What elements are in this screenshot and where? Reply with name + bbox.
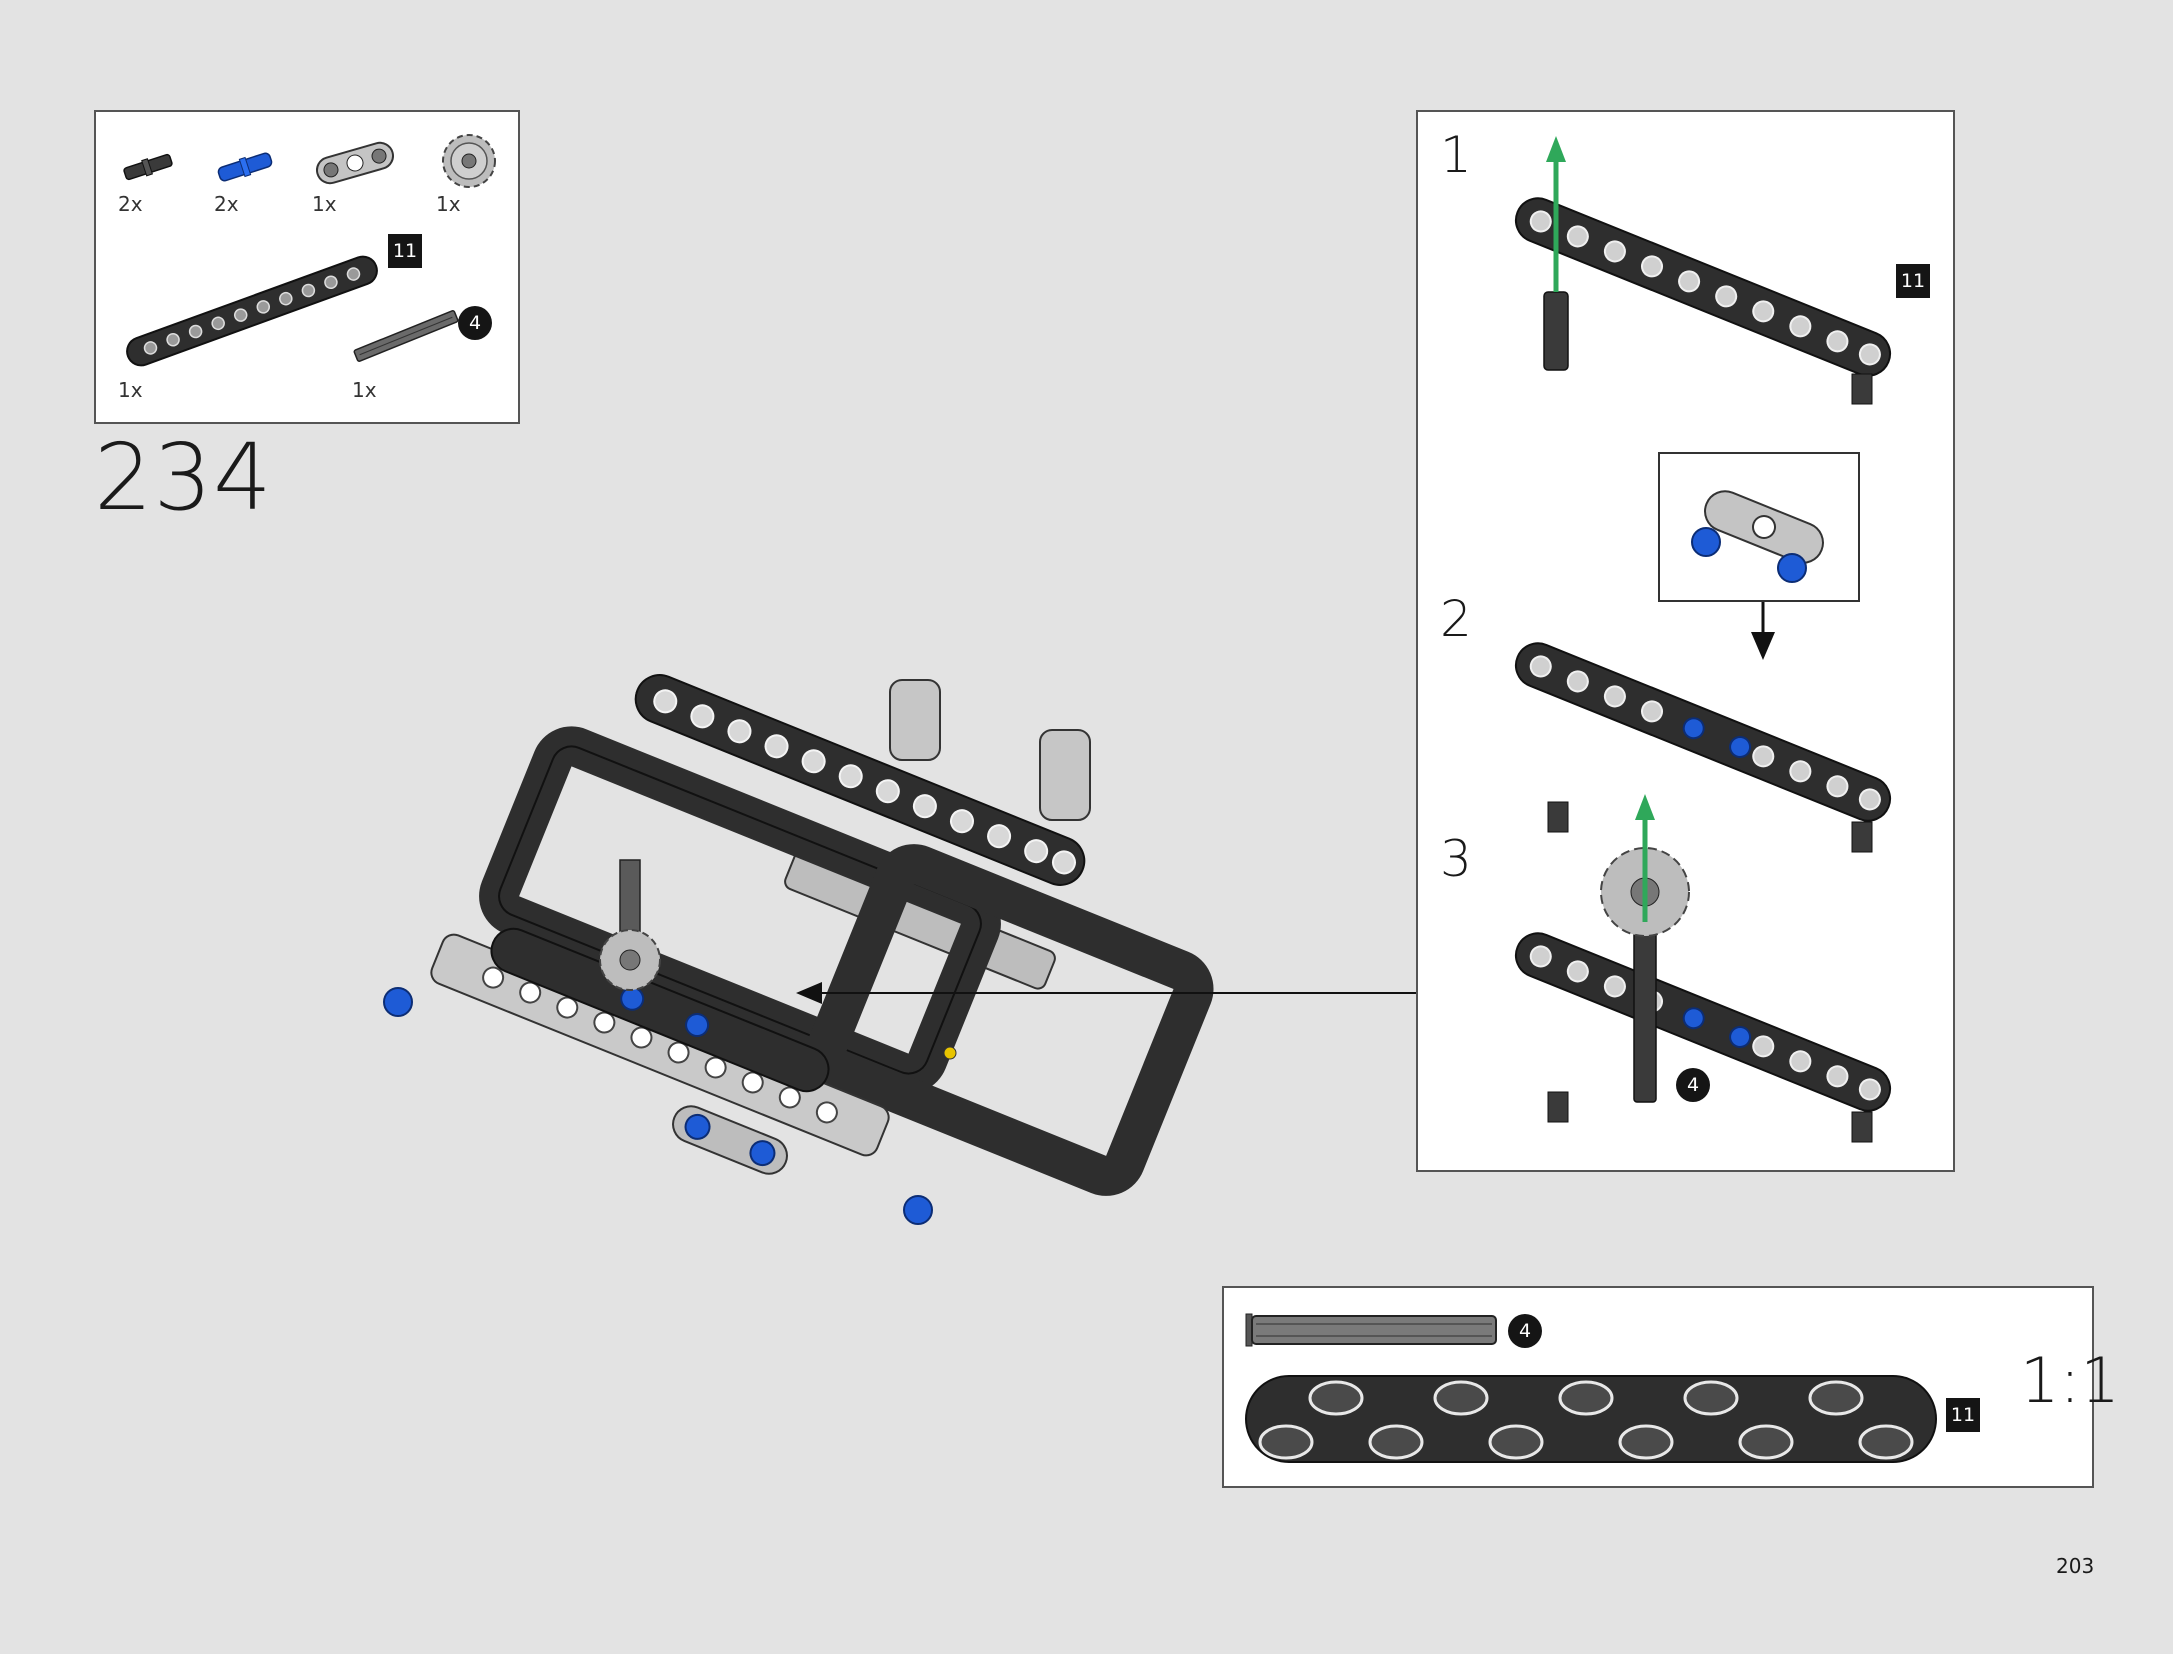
part-qty: 1x <box>312 192 337 216</box>
connector-plate-icon <box>316 141 394 185</box>
blue-pin-icon <box>217 152 273 182</box>
main-assembly-illustration <box>383 674 1418 1225</box>
scale-ratio: 1:1 <box>2020 1344 2120 1417</box>
beam-size-label: 11 <box>388 234 422 268</box>
sub-step-1-illustration <box>1514 136 1892 405</box>
beam-11-scale-icon <box>1245 1375 1937 1463</box>
sub-step-3-illustration <box>1514 794 1892 1143</box>
down-arrow-icon <box>1751 602 1775 660</box>
axle-4-icon <box>353 310 459 362</box>
sub-step-3-label: 3 <box>1440 830 1472 888</box>
scale-box: 4 11 1:1 <box>1222 1286 2120 1488</box>
parts-list-box: 2x 2x 1x 1x <box>94 110 520 424</box>
gear-16-tooth-icon <box>442 134 496 188</box>
sub-step-2-illustration <box>1514 642 1892 853</box>
axle-size-label: 4 <box>1508 1314 1542 1348</box>
step-number: 234 <box>94 424 273 531</box>
beam-size-label: 11 <box>1946 1398 1980 1432</box>
part-qty: 1x <box>436 192 461 216</box>
part-qty: 2x <box>214 192 239 216</box>
axle-size-label: 4 <box>458 306 492 340</box>
axle-4-scale-icon <box>1245 1313 1497 1347</box>
part-qty: 1x <box>352 378 377 402</box>
beam-11-icon <box>126 255 378 367</box>
connector-with-pins-icon <box>1691 490 1824 583</box>
sub-step-2-label: 2 <box>1440 590 1472 648</box>
axle-pin-dark-icon <box>123 153 173 181</box>
sub-step-2-inset <box>1658 452 1860 602</box>
page-number: 203 <box>2056 1554 2095 1578</box>
callout-box: 1 2 3 11 <box>1416 110 1955 1172</box>
axle-size-label: 4 <box>1676 1068 1710 1102</box>
part-qty: 2x <box>118 192 143 216</box>
part-qty: 1x <box>118 378 143 402</box>
beam-size-label: 11 <box>1896 264 1930 298</box>
sub-step-1-label: 1 <box>1440 126 1472 184</box>
